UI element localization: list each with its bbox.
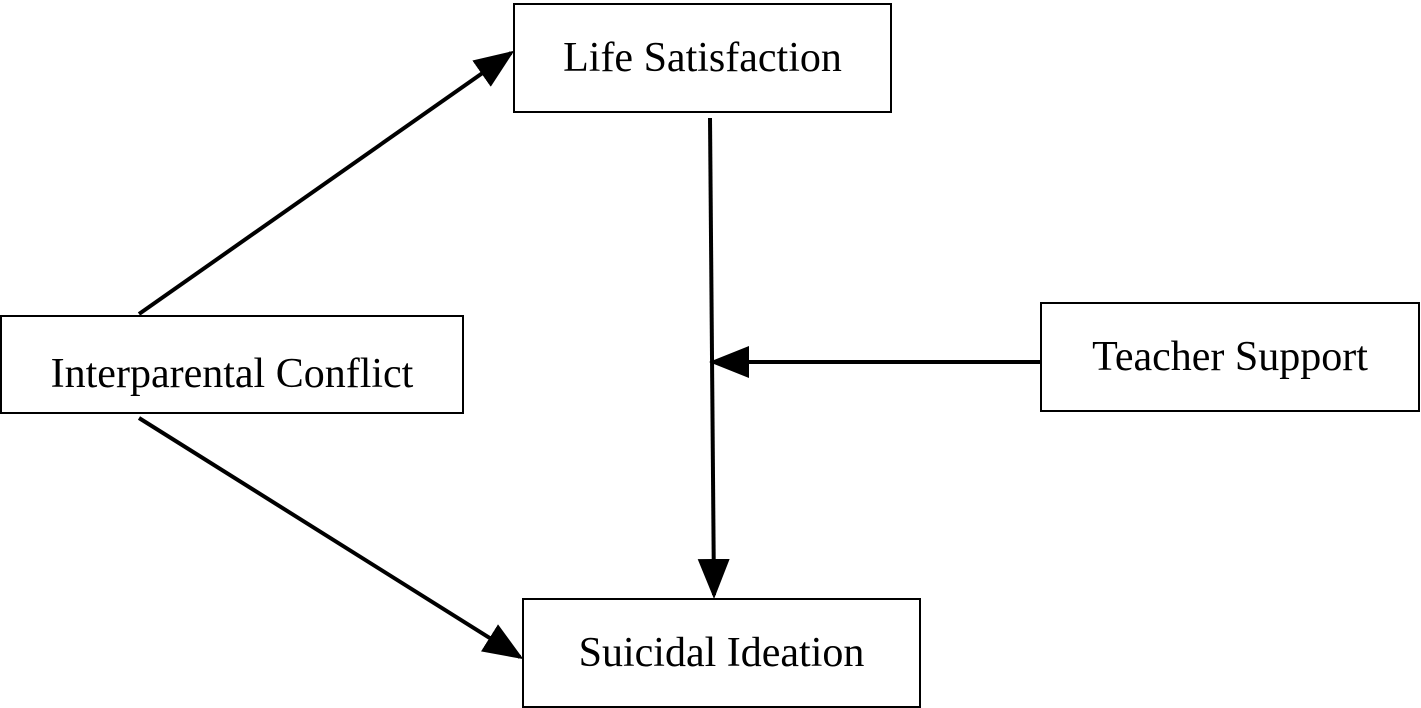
node-suicidal-ideation: Suicidal Ideation <box>522 598 921 708</box>
node-interparental-conflict: Interparental Conflict <box>0 315 464 414</box>
node-label-teacher-support: Teacher Support <box>1092 334 1368 380</box>
arrow-conflict-to-suicidal-ideation <box>137 416 524 660</box>
node-label-life-satisfaction: Life Satisfaction <box>563 35 842 81</box>
node-label-interparental-conflict: Interparental Conflict <box>50 350 414 397</box>
node-teacher-support: Teacher Support <box>1040 302 1420 412</box>
node-label-suicidal-ideation: Suicidal Ideation <box>578 630 865 676</box>
arrow-conflict-to-life-satisfaction <box>137 50 515 316</box>
arrow-life-satisfaction-to-suicidal-ideation <box>697 117 730 599</box>
node-life-satisfaction: Life Satisfaction <box>513 3 892 113</box>
